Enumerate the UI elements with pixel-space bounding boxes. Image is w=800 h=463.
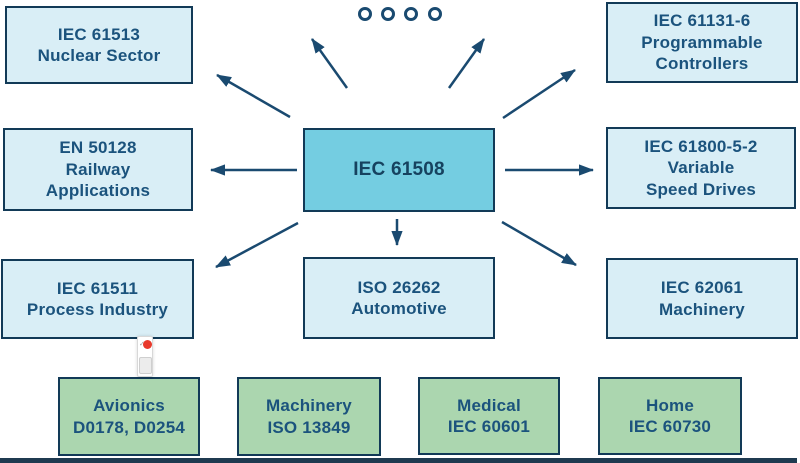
node-variable-speed-drives: IEC 61800-5-2 Variable Speed Drives [606, 127, 796, 209]
node-line: IEC 61508 [353, 159, 445, 181]
sector-line: Home [645, 395, 695, 415]
node-line: Controllers [655, 54, 749, 74]
node-nuclear-sector: IEC 61513 Nuclear Sector [5, 6, 193, 84]
sector-machinery-iso: Machinery ISO 13849 [237, 377, 381, 456]
cropped-bottom-edge [0, 458, 797, 463]
node-line: Railway [65, 159, 131, 179]
arrow-up-right [447, 38, 486, 89]
artifact-red-dot-icon [143, 340, 152, 349]
broken-image-artifact: ✓ [137, 336, 153, 377]
arrow-up-left [310, 38, 349, 89]
node-line: Process Industry [26, 300, 169, 319]
node-line: Variable [667, 158, 735, 178]
node-line: EN 50128 [59, 138, 137, 158]
carousel-dot-icon [404, 7, 418, 21]
sector-line: D0178, D0254 [72, 417, 186, 437]
node-line: IEC 61131-6 [653, 11, 751, 31]
node-line: Nuclear Sector [37, 46, 161, 65]
node-programmable-controllers: IEC 61131-6 Programmable Controllers [606, 2, 798, 83]
node-line: IEC 61800-5-2 [644, 136, 758, 156]
node-line: Programmable [641, 32, 763, 52]
node-railway-applications: EN 50128 Railway Applications [3, 128, 193, 211]
node-central-iec-61508: IEC 61508 [303, 128, 495, 212]
carousel-dot-icon [358, 7, 372, 21]
sector-line: IEC 60601 [447, 417, 531, 436]
node-line: IEC 61511 [56, 278, 139, 298]
sector-line: Machinery [266, 396, 352, 415]
node-line: Machinery [659, 299, 745, 319]
node-automotive: ISO 26262 Automotive [303, 257, 495, 339]
sector-line: IEC 60730 [628, 417, 712, 436]
node-process-industry: IEC 61511 Process Industry [1, 259, 194, 339]
arrow-to-machinery [501, 220, 577, 267]
node-line: Automotive [351, 299, 447, 318]
carousel-dot-icon [381, 7, 395, 21]
node-line: Speed Drives [645, 179, 757, 199]
node-line: IEC 61513 [57, 24, 141, 44]
node-machinery-62061: IEC 62061 Machinery [606, 258, 798, 339]
sector-home: Home IEC 60730 [598, 377, 742, 455]
artifact-gray-rect [139, 357, 152, 374]
node-line: ISO 26262 [357, 277, 441, 297]
sector-line: Medical [457, 395, 521, 415]
node-line: Applications [45, 181, 151, 201]
arrow-to-process [215, 221, 299, 269]
sector-line: ISO 13849 [267, 417, 351, 437]
sector-medical: Medical IEC 60601 [418, 377, 560, 455]
carousel-dot-icon [428, 7, 442, 21]
node-line: IEC 62061 [660, 278, 744, 297]
sector-line: Avionics [93, 396, 165, 415]
arrow-to-plc [502, 68, 576, 120]
arrow-to-nuclear [216, 73, 291, 119]
artifact-check-icon: ✓ [139, 341, 145, 348]
sector-avionics: Avionics D0178, D0254 [58, 377, 200, 456]
